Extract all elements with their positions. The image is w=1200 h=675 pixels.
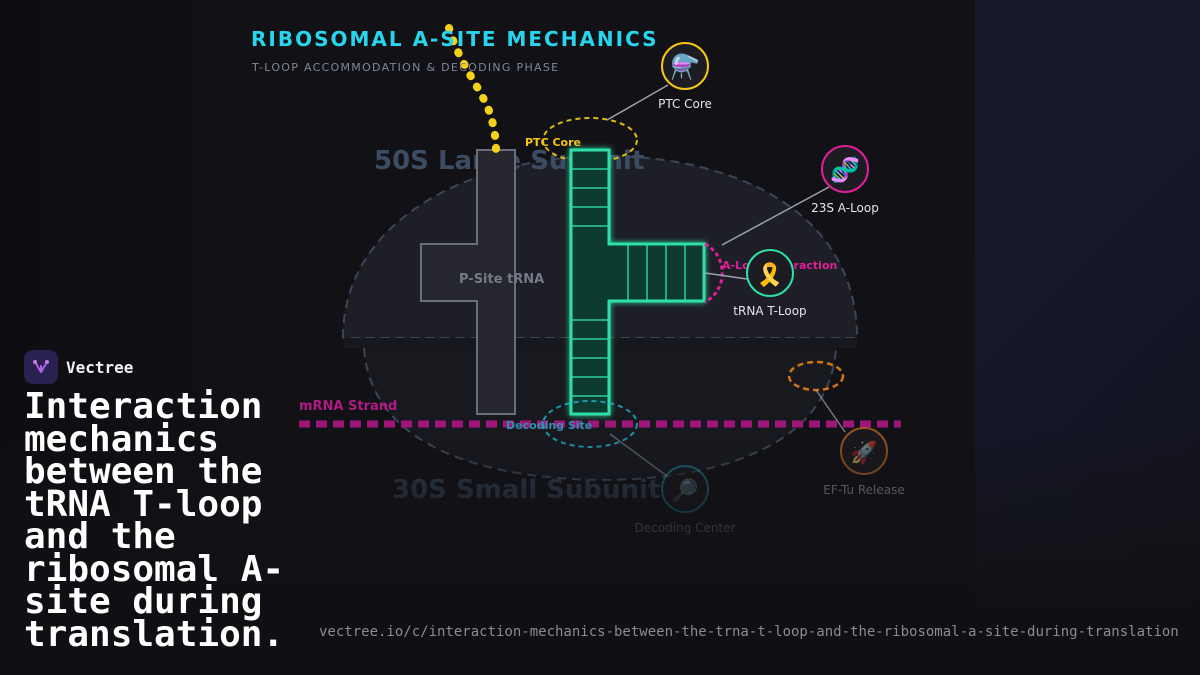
ptc-core-circle: [661, 42, 709, 90]
vectree-logo-icon: [24, 350, 58, 384]
a-loop-arc: [704, 242, 724, 304]
t-loop-callout-label: tRNA T-Loop: [733, 304, 806, 318]
yellow-strand: [445, 24, 500, 156]
ptc-core-tag: PTC Core: [525, 136, 581, 149]
brand[interactable]: Vectree: [24, 350, 133, 384]
callout-trna-t-loop[interactable]: 🎗️ tRNA T-Loop: [733, 249, 807, 318]
callout-23s-a-loop[interactable]: 🧬 23S A-Loop: [811, 145, 879, 215]
dna-icon: 🧬: [830, 155, 860, 184]
callout-ptc-core[interactable]: ⚗️ PTC Core: [658, 42, 712, 111]
flask-icon: ⚗️: [670, 53, 700, 81]
small-subunit-label: 30S Small Subunit: [392, 475, 660, 505]
mrna-label: mRNA Strand: [299, 399, 397, 414]
ptc-core-callout-label: PTC Core: [658, 97, 712, 111]
source-url[interactable]: vectree.io/c/interaction-mechanics-betwe…: [319, 624, 1179, 640]
decoding-site-label: Decoding Site: [506, 419, 592, 432]
t-loop-circle: [746, 249, 794, 297]
page-title: RIBOSOMAL A-SITE MECHANICS: [251, 27, 659, 51]
p-site-label: P-Site tRNA: [459, 272, 544, 287]
a-loop-circle: [821, 145, 869, 193]
page-subtitle: T-LOOP ACCOMMODATION & DECODING PHASE: [252, 61, 560, 74]
ribbon-icon: 🎗️: [756, 262, 783, 288]
a-loop-callout-label: 23S A-Loop: [811, 201, 879, 215]
callout-ef-tu-release[interactable]: 🚀 EF-Tu Release: [823, 427, 905, 497]
ef-tu-label: EF-Tu Release: [823, 483, 905, 497]
p-site-trna: [420, 149, 516, 415]
decoding-center-label: Decoding Center: [635, 521, 736, 535]
a-site-trna: [569, 148, 706, 416]
brand-name: Vectree: [66, 357, 134, 377]
rocket-icon: 🚀: [850, 440, 877, 466]
magnifier-icon: 🔎: [671, 476, 699, 504]
headline: Interaction mechanics between the tRNA T…: [24, 386, 285, 655]
